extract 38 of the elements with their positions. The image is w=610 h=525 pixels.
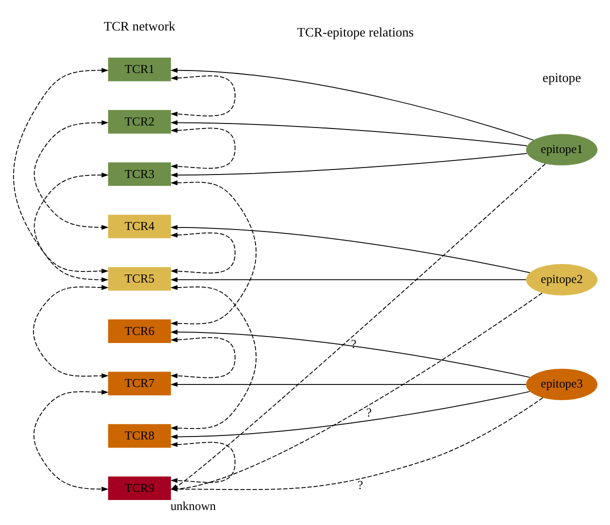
arrow (170, 391, 530, 440)
arrow (170, 285, 256, 431)
arrow (170, 277, 526, 282)
node-box: TCR3 (108, 162, 170, 186)
arrow (32, 390, 108, 492)
edge-label: ? (366, 406, 372, 420)
arrow (170, 75, 235, 117)
arrow (170, 153, 527, 178)
arrow (170, 68, 534, 141)
arrow (170, 128, 235, 169)
arrow (170, 120, 528, 146)
label: TCR-epitope relations (296, 24, 414, 40)
label: epitope (542, 70, 581, 86)
arrow (170, 224, 530, 274)
arrow (170, 330, 530, 378)
arrow (33, 172, 108, 282)
node-box: TCR2 (108, 110, 170, 134)
arrow (170, 382, 526, 387)
arrow (32, 285, 108, 378)
node-label: unknown (170, 498, 216, 513)
node-box: TCR8 (108, 424, 170, 448)
node-box: TCR1 (108, 58, 170, 82)
arrow (12, 68, 108, 274)
label: TCR network (103, 18, 175, 34)
arrow (33, 120, 108, 230)
node-box: TCR9 (108, 476, 170, 500)
node-box: TCR7 (108, 372, 170, 396)
node-ellipse: epitope3 (526, 368, 597, 400)
node-box: TCR4 (108, 214, 170, 238)
node-box: TCR5 (108, 267, 170, 291)
arrow (170, 442, 235, 483)
edge-label: ? (357, 478, 363, 492)
arrow (170, 337, 235, 378)
arrow (170, 180, 256, 326)
node-ellipse: epitope1 (526, 134, 597, 166)
node-ellipse: epitope2 (526, 264, 597, 296)
arrow (170, 232, 235, 274)
node-box: TCR6 (108, 319, 170, 343)
